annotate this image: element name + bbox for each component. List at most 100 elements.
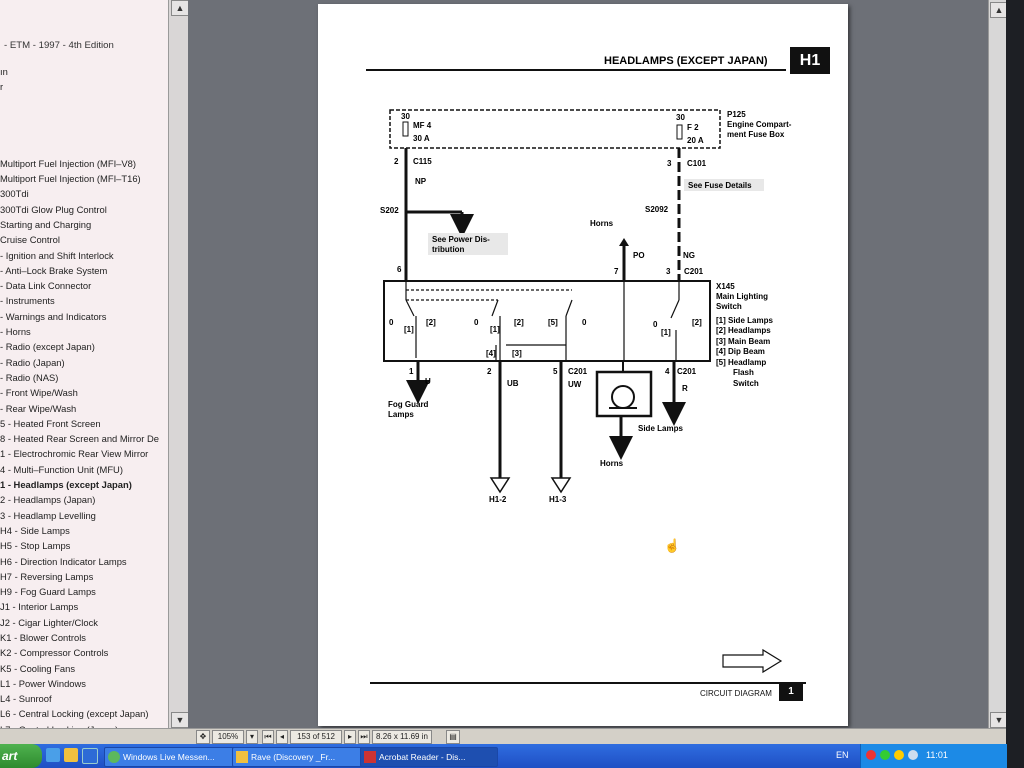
bookmark-item[interactable]: K1 - Blower Controls [0,631,86,643]
see-power-1: See Power Dis- [432,235,490,244]
bookmark-item[interactable]: - Radio (NAS) [0,371,59,383]
page-number-field[interactable]: 153 of 512 [290,730,342,744]
hand-cursor-icon: ☝ [664,538,681,553]
switch-name-2: Switch [716,302,742,311]
header-rule [366,69,786,71]
bookmark-item[interactable]: J1 - Interior Lamps [0,601,79,613]
sw-c5: [5] [548,318,558,327]
bookmark-item[interactable]: 2 - Headlamps (Japan) [0,494,96,506]
bookmark-item[interactable]: H4 - Side Lamps [0,524,70,536]
bookmark-item[interactable]: K5 - Cooling Fans [0,662,76,674]
bookmark-item[interactable]: - Data Link Connector [0,280,92,292]
bookmark-item[interactable]: - Warnings and Indicators [0,310,107,322]
diagram-mark [428,233,508,255]
bookmark-item[interactable]: 5 - Heated Front Screen [0,417,101,429]
bookmark-item[interactable]: H7 - Reversing Lamps [0,570,94,582]
first-page-icon[interactable]: ⏮ [262,730,274,744]
bookmark-item[interactable]: - Anti–Lock Brake System [0,264,108,276]
pin7-label: 7 [614,267,619,276]
task-rave[interactable]: Rave (Discovery _Fr... [232,747,366,767]
fuse-right-amp: 20 A [687,136,704,145]
monitor-bezel [1006,0,1024,768]
diagram-mark [684,179,764,191]
wire-po-label: PO [633,251,645,260]
bookmark-item[interactable]: r [0,81,4,93]
bookmark-item[interactable]: - Radio (Japan) [0,356,65,368]
bookmark-item[interactable]: - Ignition and Shift Interlock [0,249,114,261]
antivirus-icon[interactable] [866,750,876,760]
bookmark-item[interactable]: - Instruments [0,295,55,307]
clock[interactable]: 11:01 [926,750,948,760]
start-button[interactable]: art [0,744,42,768]
zoom-dropdown-icon[interactable]: ▾ [246,730,258,744]
page-size-display: 8.26 x 11.69 in [372,730,432,744]
bookmark-item[interactable]: 1 - Electrochromic Rear View Mirror [0,448,149,460]
task-messenger-label: Windows Live Messen... [123,752,215,762]
bookmark-item[interactable]: 3 - Headlamp Levelling [0,509,96,521]
bookmark-item[interactable]: H5 - Stop Lamps [0,540,71,552]
warning-icon[interactable] [894,750,904,760]
fuse-right-icon [676,124,683,140]
bookmark-item[interactable]: H6 - Direction Indicator Lamps [0,555,127,567]
ie-icon[interactable] [46,748,60,762]
network-icon[interactable] [908,750,918,760]
folder-icon[interactable] [64,748,78,762]
diagram-mark [405,299,415,317]
switch-name-1: Main Lighting [716,292,768,301]
bookmark-item[interactable]: 300Tdi [0,188,29,200]
page-fit-icon[interactable]: ✥ [196,730,210,744]
zoom-field[interactable]: 105% [212,730,244,744]
bookmark-item[interactable]: H9 - Fog Guard Lamps [0,586,96,598]
bookmark-item[interactable]: Cruise Control [0,234,60,246]
task-messenger[interactable]: Windows Live Messen... [104,747,236,767]
bookmark-item[interactable]: - Horns [0,326,31,338]
bookmark-item[interactable]: - Radio (except Japan) [0,341,95,353]
see-power-2: tribution [432,245,465,254]
folder-icon [236,751,248,763]
wire-r-label: R [682,384,688,393]
bookmark-item[interactable]: L6 - Central Locking (except Japan) [0,708,149,720]
last-page-icon[interactable]: ⏭ [358,730,370,744]
fog-guard-label-1: Fog Guard [388,400,429,409]
bookmark-item[interactable]: Multiport Fuel Injection (MFI–V8) [0,157,136,169]
bookmark-item[interactable]: Multiport Fuel Injection (MFI–T16) [0,173,141,185]
bookmark-item[interactable]: J2 - Cigar Lighter/Clock [0,616,98,628]
bookmark-item[interactable]: L4 - Sunroof [0,693,52,705]
bookmark-item[interactable]: - Rear Wipe/Wash [0,402,77,414]
bookmark-item[interactable]: Starting and Charging [0,218,92,230]
legend-1: [1] Side Lamps [716,316,773,325]
layout-icon[interactable]: ▤ [446,730,460,744]
fuse-left-icon [402,121,409,137]
word-icon[interactable] [82,748,98,764]
task-acrobat[interactable]: Acrobat Reader - Dis... [360,747,498,767]
bookmark-item[interactable]: K2 - Compressor Controls [0,647,109,659]
task-acrobat-label: Acrobat Reader - Dis... [379,752,466,762]
document-scrollbar[interactable]: ▲ ▼ [988,0,1008,728]
bookmark-item[interactable]: L7 - Central Locking (Japan) [0,722,168,728]
bookmarks-root-title[interactable]: - ETM - 1997 - 4th Edition [4,40,114,51]
sw-b4: [4] [486,349,496,358]
next-page-icon[interactable]: ▸ [344,730,356,744]
c201-bottom-b: C201 [677,367,697,376]
c101-pin: 3 [667,159,672,168]
legend-3: [3] Main Beam [716,337,770,346]
page-code-badge: H1 [790,47,830,74]
bookmark-item[interactable]: - Front Wipe/Wash [0,387,78,399]
fuse-box-desc1: Engine Compart- [727,120,792,129]
wire-np-label: NP [415,177,427,186]
messenger-tray-icon[interactable] [880,750,890,760]
bookmark-item[interactable]: 300Tdi Glow Plug Control [0,203,107,215]
bookmark-item[interactable]: L1 - Power Windows [0,677,86,689]
horns-top-label: Horns [590,219,614,228]
c201-bottom-a: C201 [568,367,588,376]
c201-top-label: C201 [684,267,704,276]
diagram-mark [670,299,680,319]
bookmark-item[interactable]: 8 - Heated Rear Screen and Mirror De [0,433,159,445]
language-indicator[interactable]: EN [836,750,849,760]
sw-b0: 0 [474,318,479,327]
bookmark-item[interactable]: ın [0,66,8,77]
bookmark-item[interactable]: 4 - Multi–Function Unit (MFU) [0,463,123,475]
bookmark-item[interactable]: 1 - Headlamps (except Japan) [0,479,132,491]
prev-page-icon[interactable]: ◂ [276,730,288,744]
